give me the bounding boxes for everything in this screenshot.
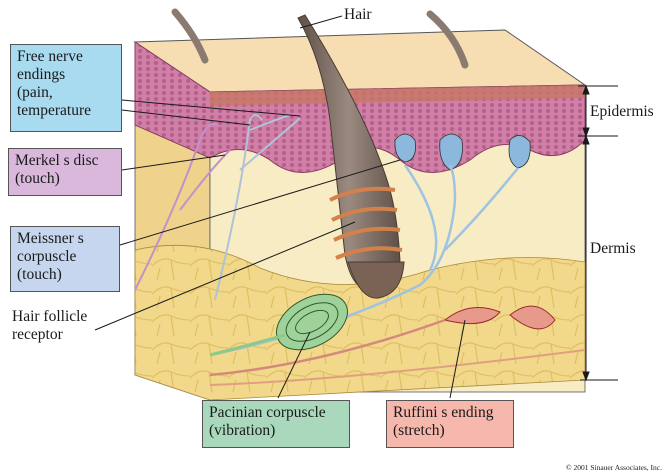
merkel-nerve-fibers bbox=[134, 123, 231, 291]
hair-bulb bbox=[347, 261, 405, 299]
hair-follicle-coil bbox=[329, 186, 403, 260]
epidermis-label: Epidermis bbox=[590, 103, 654, 120]
pacinian-corpuscle bbox=[276, 293, 348, 351]
ruffini-nerve bbox=[209, 318, 446, 377]
ruffini-ending-label: Ruffini s ending (stretch) bbox=[386, 400, 514, 448]
merkel-disc-label: Merkel s disc (touch) bbox=[8, 148, 122, 196]
free-nerve-endings-label: Free nerve endings (pain, temperature bbox=[10, 44, 122, 132]
ruffini-endings bbox=[443, 305, 556, 330]
hair-right bbox=[426, 10, 469, 69]
stratum-corneum bbox=[210, 85, 585, 106]
copyright-notice: © 2001 Sinauer Associates, Inc. bbox=[565, 463, 662, 472]
hair-label: Hair bbox=[344, 6, 372, 23]
layer-brackets bbox=[578, 84, 618, 382]
deep-nerve bbox=[209, 349, 586, 386]
hair-left bbox=[171, 8, 209, 64]
merkel-disc-cells bbox=[394, 133, 531, 171]
leader-lines bbox=[94, 15, 466, 399]
dermis-label: Dermis bbox=[590, 240, 636, 257]
pacinian-nerve bbox=[209, 333, 286, 357]
meissner-corpuscle-label: Meissner s corpuscle (touch) bbox=[10, 226, 120, 292]
free-nerve-fibers bbox=[214, 114, 301, 301]
hair-follicle-receptor-label: Hair follicle receptor bbox=[12, 308, 88, 343]
pacinian-corpuscle-label: Pacinian corpuscle (vibration) bbox=[202, 400, 350, 448]
